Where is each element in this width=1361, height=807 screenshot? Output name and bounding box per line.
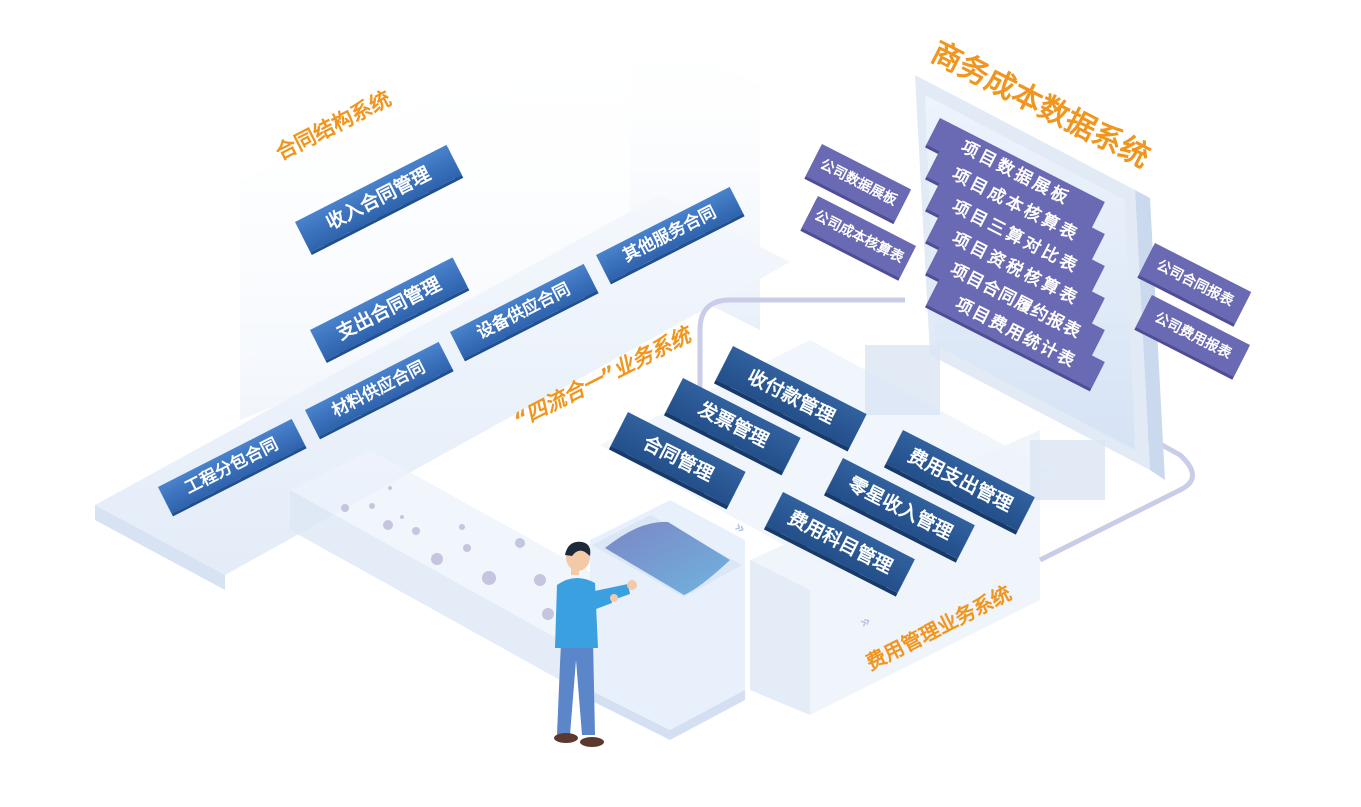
desk-base: [590, 690, 745, 740]
post-2: [1030, 440, 1105, 500]
bubbles: [341, 486, 554, 620]
desk-screen: [605, 521, 730, 595]
contract-platform: [95, 195, 790, 575]
trough-side: [290, 490, 560, 680]
connector-line-1: [697, 297, 905, 420]
post-1: [865, 345, 940, 415]
expense-box-side: [750, 560, 810, 715]
monitor-side: [1135, 190, 1165, 480]
connector-line-2: [1038, 427, 1195, 563]
contract-platform-side: [95, 505, 225, 590]
